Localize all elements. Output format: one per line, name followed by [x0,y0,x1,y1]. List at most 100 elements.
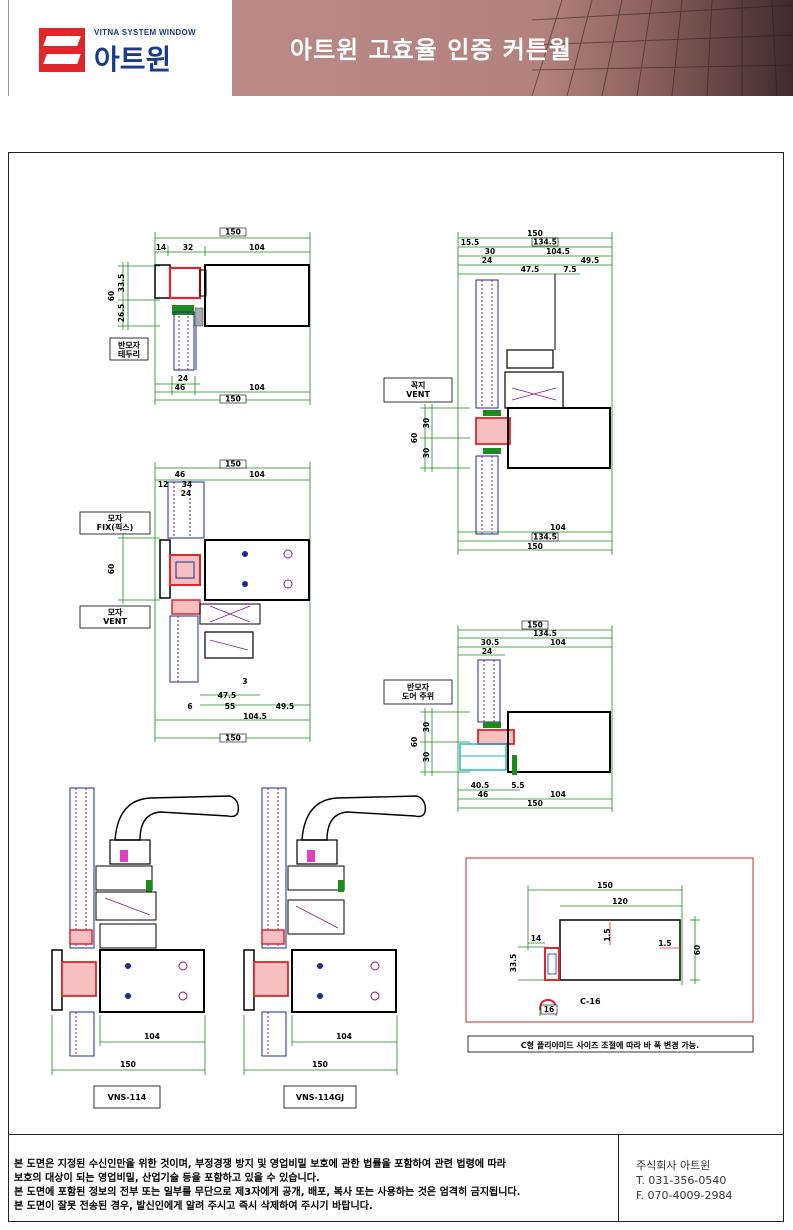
logo-mark-icon [39,28,85,72]
d5-label: VNS-114 [108,1093,147,1102]
d4-label-line2: 도어 주위 [402,691,434,701]
banner-title: 아트윈 고효율 인증 커튼월 [290,36,572,64]
d6-label: VNS-114GJ [296,1093,344,1102]
d1-dim-104-top: 104 [249,243,265,252]
d4-dim-104-top: 104 [550,638,566,647]
c16-dim-1.5-vertical: 1.5 [603,928,612,941]
c16-dim-60: 60 [693,945,702,955]
notice-line: 본 도면은 지정된 수신인만을 위한 것이며, 부정경쟁 방지 및 영업비밀 보… [14,1159,506,1170]
detail-half-mullion-door: 반모자 도어 주위 150 134.5 30.5 104 24 60 30 30… [383,621,613,812]
d3-dim-47.5: 47.5 [521,265,540,274]
d2-label-line1: 모자 [108,513,123,523]
d4-dim-60: 60 [410,737,419,747]
c16-dim-14: 14 [531,934,541,943]
detail-c16: 150 120 14 1.5 1.5 33.5 60 16 C-16 C형 플리… [465,857,754,1053]
detail-transom-vent: 꼭지 VENT 150 15.5 134.5 30 104.5 24 49.5 … [383,229,613,555]
d4-dim-30b: 30 [422,752,431,762]
d5-dim-150: 150 [120,1060,136,1069]
d1-dim-32: 32 [183,243,193,252]
d2-dim-34: 34 [182,480,192,489]
d3-dim-150-bottom: 150 [527,542,543,551]
d3-dim-30a: 30 [422,418,431,428]
d3-dim-30: 30 [485,247,495,256]
d2-dim-60: 60 [107,564,116,574]
d1-dim-14: 14 [156,243,166,252]
d2-dim-49.5: 49.5 [276,702,295,711]
c16-note: C형 플리아미드 사이즈 조절에 따라 바 폭 변경 가능. [521,1040,699,1050]
d2-dim-3: 3 [242,677,247,686]
d1-label-line1: 반모자 [118,340,141,350]
d1-dim-33.5: 33.5 [117,274,126,293]
d4-dim-150-bottom: 150 [527,799,543,808]
company-fax: F. 070-4009-2984 [636,1189,733,1202]
company-info: 주식회사 아트윈 T. 031-356-0540 F. 070-4009-298… [636,1158,732,1203]
d1-dim-150-bottom: 150 [225,395,241,404]
d2-dim-47.5: 47.5 [218,691,237,700]
d2-dim-46: 46 [175,470,185,479]
d2-dim-12: 12 [158,480,168,489]
d6-dim-150: 150 [312,1060,328,1069]
logo-subtitle: VITNA SYSTEM WINDOW [94,28,196,37]
notice-line: 본 도면에 포함된 정보의 전부 또는 일부를 무단으로 제3자에게 공개, 배… [14,1187,521,1198]
c16-dim-33.5: 33.5 [509,954,518,973]
drawing-sheet [8,152,784,1222]
header: VITNA SYSTEM WINDOW 아트윈 아트윈 고효율 인증 커튼월 [0,0,793,96]
d1-label-line2: 테두리 [118,349,140,359]
notice-line: 본 도면이 잘못 전송된 경우, 발신인에게 알려 주시고 즉시 삭제하여 주시… [14,1201,373,1212]
d4-dim-104-bottom: 104 [550,790,566,799]
d4-dim-46: 46 [478,790,488,799]
d1-dim-26.5: 26.5 [117,304,126,323]
d3-dim-30b: 30 [422,448,431,458]
d1-dim-104-bottom: 104 [249,383,265,392]
logo-name: 아트윈 [94,43,172,76]
d3-dim-104-bottom: 104 [550,523,566,532]
footer-vertical-divider [618,1134,619,1222]
d5-dim-104: 104 [144,1032,160,1041]
banner: 아트윈 고효율 인증 커튼월 [232,0,793,96]
d4-dim-150-top: 150 [527,621,543,630]
d2-dim-104: 104 [249,470,265,479]
d4-dim-134.5: 134.5 [533,629,557,638]
d3-dim-104.5: 104.5 [546,247,570,256]
d4-label-line1: 반모자 [407,682,430,692]
c16-dim-150: 150 [597,881,613,890]
d4-dim-30a: 30 [422,722,431,732]
d3-dim-24: 24 [482,256,492,265]
d2-dim-150-top: 150 [225,460,241,469]
d3-label-line1: 꼭지 [411,380,426,390]
d4-dim-40.5: 40.5 [471,781,490,790]
c16-label: C-16 [580,997,601,1006]
d3-dim-49.5: 49.5 [581,256,600,265]
c16-dim-16: 16 [544,1005,554,1014]
d2-dim-55: 55 [225,702,235,711]
detail-vns-114gj: 104 150 VNS-114GJ [243,787,427,1109]
d2-label2-line2: VENT [103,617,127,626]
company-name: 주식회사 아트윈 [636,1159,711,1172]
d2-dim-150-bottom: 150 [225,734,241,743]
d2-label2-line1: 모자 [108,607,123,617]
d3-dim-134.5-bottom: 134.5 [533,533,557,542]
d3-label-line2: VENT [406,390,430,399]
company-tel[interactable]: T. 031-356-0540 [636,1174,727,1187]
c16-dim-120: 120 [612,897,628,906]
detail-mullion-fix-vent: 모자 FIX(픽스) 모자 VENT 150 46 104 12 34 24 6… [79,460,311,743]
d1-dim-60: 60 [107,291,116,301]
d4-dim-5.5: 5.5 [511,781,524,790]
d1-dim-24: 24 [178,374,188,383]
d2-dim-6: 6 [187,702,192,711]
logo[interactable]: VITNA SYSTEM WINDOW 아트윈 [8,0,233,96]
d6-dim-104: 104 [336,1032,352,1041]
confidentiality-notice: 본 도면은 지정된 수신인만을 위한 것이며, 부정경쟁 방지 및 영업비밀 보… [14,1158,520,1214]
detail-half-mullion-frame: 반모자 테두리 150 14 32 104 60 33.5 26.5 24 46… [107,228,311,405]
d2-dim-24: 24 [181,489,191,498]
d3-dim-15.5: 15.5 [461,238,480,247]
d2-dim-104.5: 104.5 [243,712,267,721]
d3-dim-150-top: 150 [527,229,543,238]
detail-vns-114: 104 150 VNS-114 [51,787,240,1109]
d4-dim-24: 24 [482,647,492,656]
d1-dim-150-top: 150 [225,228,241,237]
d1-dim-46: 46 [175,383,185,392]
d3-dim-134.5-top: 134.5 [533,238,557,247]
d3-dim-60: 60 [410,433,419,443]
